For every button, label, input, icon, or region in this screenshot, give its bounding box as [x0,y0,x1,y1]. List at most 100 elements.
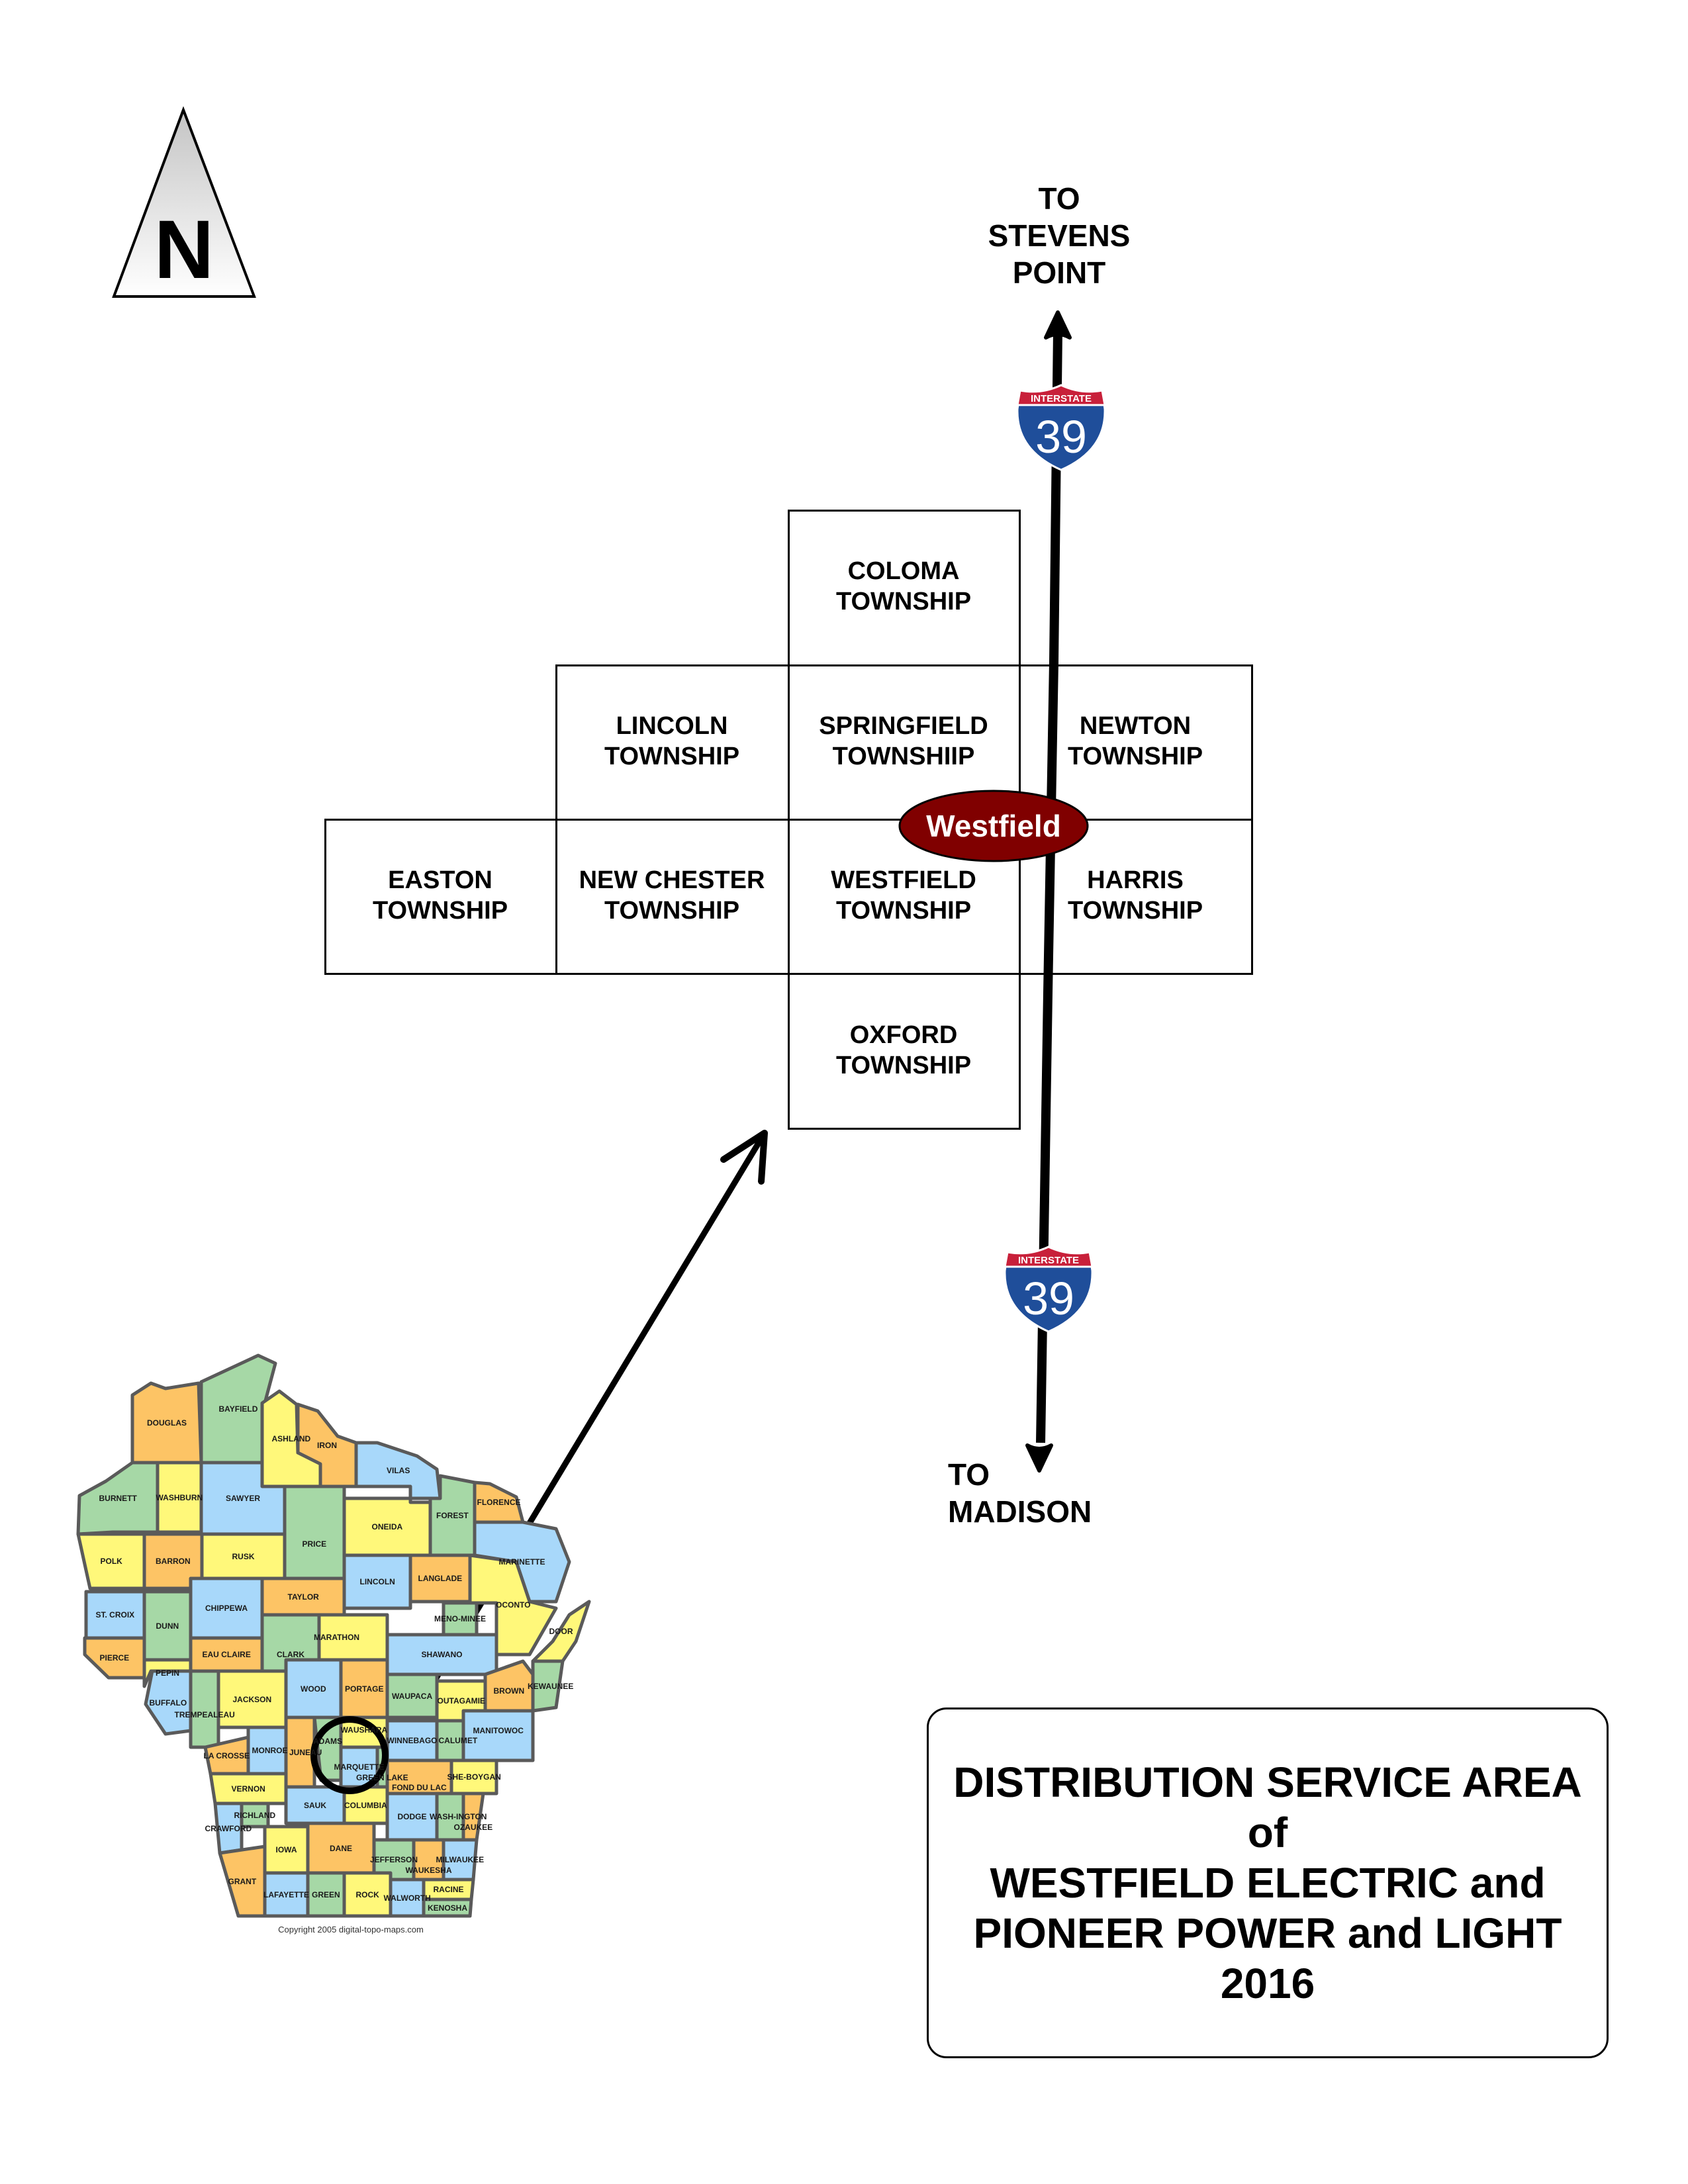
county-label-vilas: VILAS [387,1466,410,1475]
township-cell-lincoln [555,664,790,821]
county-label-rock: ROCK [355,1889,379,1899]
title-line: 2016 [1220,1960,1315,2007]
county-label-ashland: ASHLAND [271,1434,311,1443]
township-cell-new-chester [555,819,790,975]
county-label-forest: FOREST [436,1511,469,1520]
county-label-winnebago: WINNEBAGO [387,1736,438,1745]
map-copyright: Copyright 2005 digital-topo-maps.com [278,1925,424,1934]
north-arrow-icon: N [112,106,256,298]
county-label-columbia: COLUMBIA [344,1800,387,1810]
county-label-milwaukee: MILWAUKEE [436,1855,485,1864]
county-label-lafayette: LAFAYETTE [263,1889,309,1899]
county-label-iron: IRON [317,1441,337,1450]
location-circle [310,1716,389,1794]
title-line: of [1247,1809,1288,1856]
county-label-manitowoc: MANITOWOC [473,1725,524,1735]
county-label-pierce: PIERCE [99,1653,130,1662]
county-label-portage: PORTAGE [345,1684,384,1694]
county-label-florence: FLORENCE [477,1498,521,1507]
wisconsin-map-svg [76,1353,591,1918]
county-label-dodge: DODGE [397,1812,427,1821]
arrow-south-icon [1025,1443,1053,1473]
county-label-kewaunee: KEWAUNEE [528,1681,574,1691]
county-label-marinette: MARINETTE [498,1557,545,1567]
county-label-st-croix: ST. CROIX [95,1610,135,1619]
dest-north-line: TO [1038,181,1080,216]
county-label-lincoln: LINCOLN [359,1577,395,1586]
county-label-door: DOOR [549,1627,573,1636]
county-kewaunee [531,1659,565,1713]
county-label-buffalo: BUFFALO [149,1698,187,1707]
arrow-north-icon [1044,310,1072,340]
destination-north: TO STEVENS POINT [966,180,1152,291]
county-pierce [83,1636,146,1680]
county-oconto [468,1553,558,1657]
county-label-racine: RACINE [433,1885,464,1894]
county-label-adams: ADAMS [313,1736,342,1746]
county-label-vernon: VERNON [231,1784,265,1794]
county-label-douglas: DOUGLAS [147,1418,187,1428]
county-sheboygan [449,1758,498,1796]
dest-north-line: POINT [1012,255,1106,290]
dest-south-line: MADISON [948,1494,1092,1529]
county-label-sheboygan: SHE-BOYGAN [447,1772,501,1782]
county-label-taylor: TAYLOR [287,1592,319,1602]
county-label-fond-du-lac: FOND DU LAC [392,1783,447,1792]
destination-south: TO MADISON [948,1456,1092,1530]
county-label-waupaca: WAUPACA [392,1691,433,1701]
title-line: WESTFIELD ELECTRIC and [990,1859,1546,1907]
city-marker-label: Westfield [926,809,1061,843]
shield-top-text: INTERSTATE [1018,1255,1079,1266]
county-label-shawano: SHAWANO [421,1650,463,1659]
callout-arrowhead-icon [720,1130,768,1185]
dest-south-line: TO [948,1457,990,1492]
interstate-39-shield-icon: INTERSTATE 39 [1004,1246,1094,1333]
county-label-dunn: DUNN [156,1621,179,1631]
title-block: DISTRIBUTION SERVICE AREA of WESTFIELD E… [927,1707,1609,2058]
county-label-dane: DANE [330,1843,353,1853]
county-kenosha [422,1897,473,1918]
north-label: N [154,204,214,296]
north-arrow: N [99,99,298,318]
shield-number: 39 [1023,1273,1074,1324]
county-label-green-lake: GREEN LAKE [356,1773,408,1782]
shield-top-text: INTERSTATE [1031,393,1092,404]
township-cell-oxford [788,973,1021,1130]
county-label-oneida: ONEIDA [371,1522,403,1531]
city-marker-ellipse [898,790,1089,862]
title-line: PIONEER POWER and LIGHT [973,1909,1562,1957]
county-label-calumet: CALUMET [438,1736,478,1745]
county-label-trempealeau: TREMPEALEAU [174,1709,235,1719]
county-label-kenosha: KENOSHA [428,1903,468,1913]
county-label-jackson: JACKSON [232,1694,272,1704]
county-label-brown: BROWN [493,1686,525,1696]
county-label-walworth: WALWORTH [383,1893,431,1903]
county-label-waushara: WAUSHARA [340,1725,388,1735]
interstate-39-shield-icon: INTERSTATE 39 [1016,384,1106,471]
shield-number: 39 [1035,411,1087,463]
county-label-jefferson: JEFFERSON [370,1855,418,1864]
county-label-waukesha: WAUKESHA [405,1866,452,1875]
county-label-clark: CLARK [277,1650,305,1659]
county-manitowoc [461,1709,535,1762]
county-label-washington: WASH-INGTON [430,1812,487,1821]
county-label-la-crosse: LA CROSSE [203,1751,250,1760]
county-label-green: GREEN [312,1889,340,1899]
county-label-price: PRICE [302,1539,327,1549]
county-label-eau-claire: EAU CLAIRE [202,1650,251,1659]
county-label-rusk: RUSK [232,1551,255,1561]
county-label-monroe: MONROE [252,1746,288,1755]
county-label-marquette: MARQUETTE [334,1762,385,1772]
dest-north-line: STEVENS [988,218,1131,253]
county-label-ozaukee: OZAUKEE [453,1823,493,1832]
county-label-pepin: PEPIN [156,1668,180,1678]
county-label-sawyer: SAWYER [226,1494,261,1503]
